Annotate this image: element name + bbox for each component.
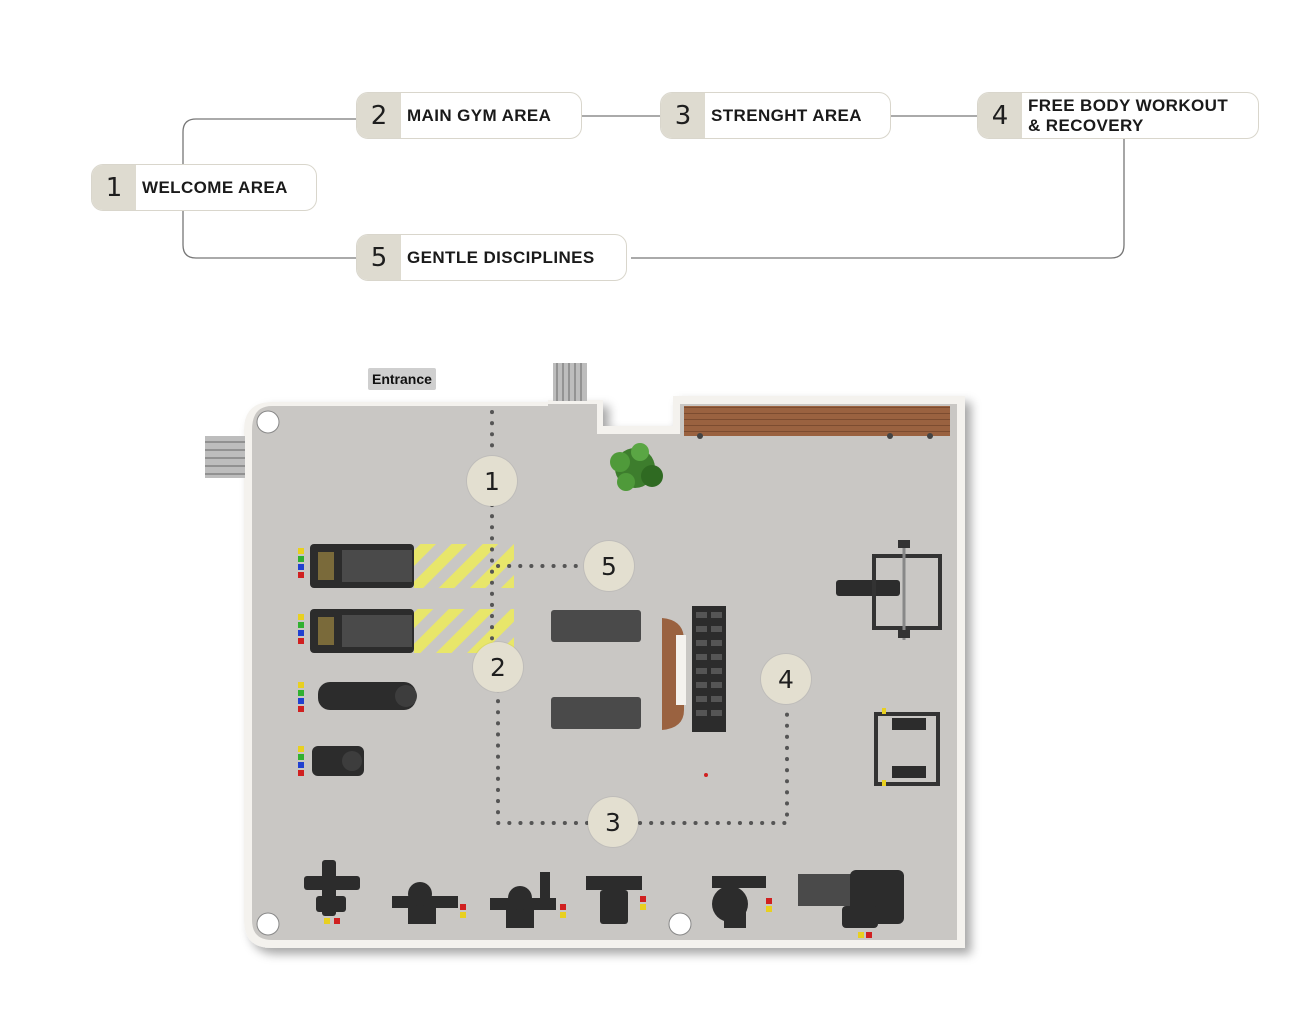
step-number: 2 (357, 93, 401, 138)
zone-marker-1: 1 (467, 456, 517, 506)
pillars (256, 410, 692, 936)
cable-machine-icon (874, 708, 940, 786)
strength-machine-icon (304, 860, 360, 916)
exercise-bike-icon (312, 746, 364, 776)
entrance-label: Entrance (368, 368, 436, 390)
wooden-bench (684, 406, 950, 436)
step-label: STRENGHT AREA (711, 105, 862, 125)
flow-step-free-body-workout: 4 FREE BODY WORKOUT & RECOVERY (977, 92, 1259, 139)
strength-machine-icon (798, 870, 904, 928)
treadmill-icon (310, 544, 414, 588)
zone-marker-2: 2 (473, 642, 523, 692)
flow-step-strenght-area: 3 STRENGHT AREA (660, 92, 891, 139)
red-dot-marker (704, 773, 708, 777)
color-markers (324, 896, 872, 938)
step-number: 1 (92, 165, 136, 210)
step-label: FREE BODY WORKOUT & RECOVERY (1028, 95, 1229, 135)
strength-machine-icon (712, 876, 766, 928)
floor-mat (551, 697, 641, 729)
step-number: 5 (357, 235, 401, 280)
step-label: GENTLE DISCIPLINES (407, 247, 595, 267)
zone-marker-4: 4 (761, 654, 811, 704)
zone-marker-5: 5 (584, 541, 634, 591)
strength-machine-icon (490, 872, 556, 928)
step-number: 3 (661, 93, 705, 138)
step-label: MAIN GYM AREA (407, 105, 552, 125)
dumbbell-rack-icon (662, 606, 726, 732)
step-number: 4 (978, 93, 1022, 138)
floor-surface (252, 404, 957, 940)
flow-connector-lines (182, 115, 1125, 259)
flow-step-main-gym-area: 2 MAIN GYM AREA (356, 92, 582, 139)
weight-bench-icon (836, 540, 942, 640)
flow-step-gentle-disciplines: 5 GENTLE DISCIPLINES (356, 234, 627, 281)
elliptical-icon (318, 682, 417, 710)
strength-machine-icon (586, 876, 642, 924)
strength-machine-icon (392, 882, 458, 924)
plant-icon (610, 443, 663, 491)
entrance-steps-top (553, 363, 587, 401)
floor-mat (551, 610, 641, 642)
treadmill-icon (310, 609, 414, 653)
route-dots (490, 410, 789, 825)
step-label: WELCOME AREA (142, 177, 288, 197)
color-markers (298, 548, 304, 776)
entrance-steps-left (205, 436, 245, 478)
zone-marker-3: 3 (588, 797, 638, 847)
flow-step-welcome-area: 1 WELCOME AREA (91, 164, 317, 211)
